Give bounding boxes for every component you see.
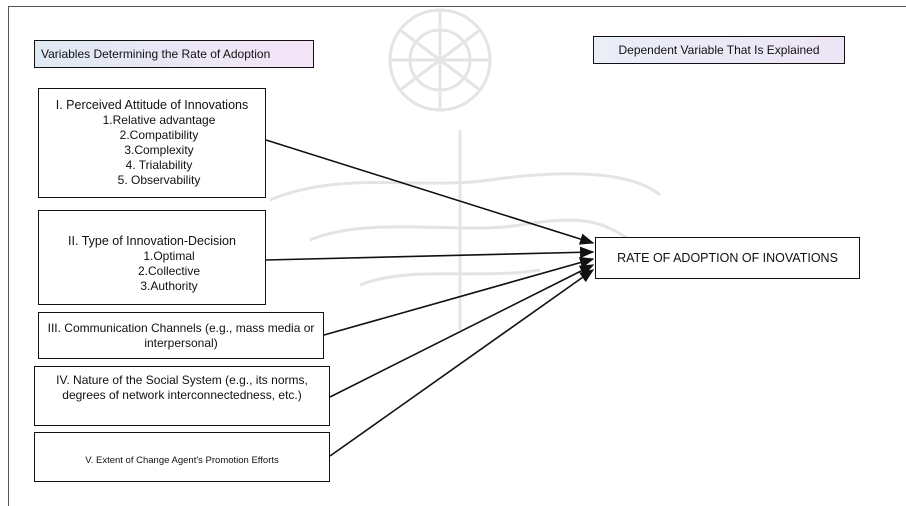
box-text: III. Communication Channels (e.g., mass …	[47, 321, 315, 350]
box-text: V. Extent of Change Agent's Promotion Ef…	[85, 455, 279, 466]
decision-type-list: 1.Optimal 2.Collective 3.Authority	[114, 249, 224, 294]
box-rate-of-adoption: RATE OF ADOPTION OF INOVATIONS	[595, 237, 860, 279]
header-dependent-variable: Dependent Variable That Is Explained	[593, 36, 845, 64]
box-title: II. Type of Innovation-Decision	[68, 234, 236, 248]
box-change-agent-efforts: V. Extent of Change Agent's Promotion Ef…	[34, 432, 330, 482]
outer-frame	[8, 6, 906, 506]
header-independent-variables: Variables Determining the Rate of Adopti…	[34, 40, 314, 68]
list-item: 5. Observability	[117, 173, 201, 187]
box-communication-channels: III. Communication Channels (e.g., mass …	[38, 312, 324, 359]
list-item: 1.Relative advantage	[102, 113, 216, 127]
attribute-list: 1.Relative advantage 2.Compatibility 3.C…	[99, 113, 219, 188]
list-item: 2.Compatibility	[119, 128, 199, 142]
box-perceived-attributes: I. Perceived Attitude of Innovations 1.R…	[38, 88, 266, 198]
list-item: 2.Collective	[137, 264, 201, 278]
list-item: 3.Authority	[140, 279, 198, 293]
box-innovation-decision: II. Type of Innovation-Decision 1.Optima…	[38, 210, 266, 305]
list-item: 3.Complexity	[124, 143, 194, 157]
box-text: IV. Nature of the Social System (e.g., i…	[56, 373, 308, 402]
box-title: I. Perceived Attitude of Innovations	[55, 98, 249, 112]
list-item: 1.Optimal	[143, 249, 195, 263]
box-social-system: IV. Nature of the Social System (e.g., i…	[34, 366, 330, 426]
list-item: 4. Trialability	[125, 158, 193, 172]
